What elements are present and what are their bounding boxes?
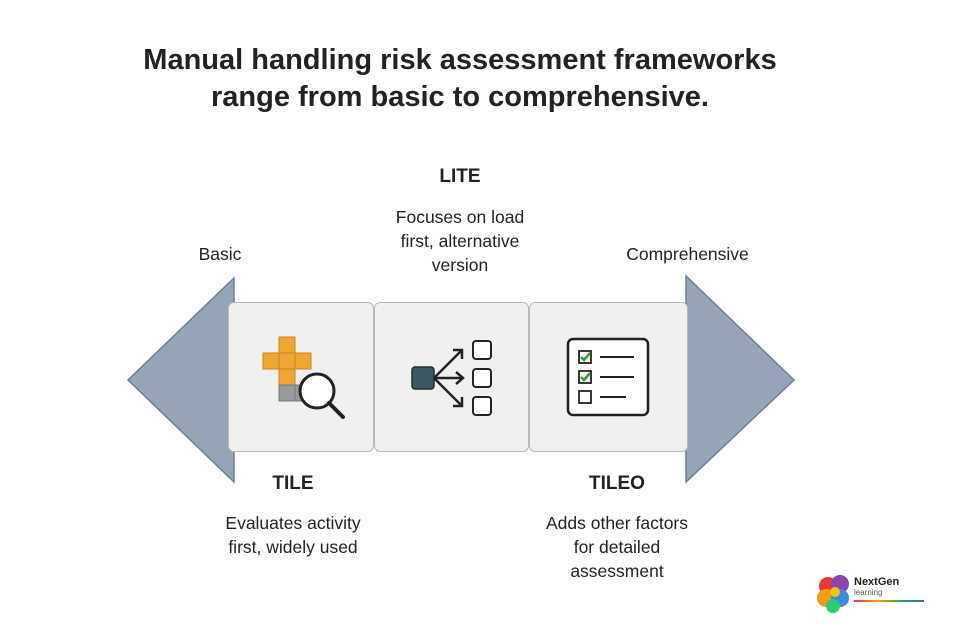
tileo-description: Adds other factors for detailed assessme…	[545, 513, 689, 581]
logo-name: NextGen	[854, 576, 900, 588]
tileo-card	[529, 302, 688, 452]
brain-logo-icon	[817, 575, 849, 613]
logo-sub: learning	[854, 588, 883, 597]
comprehensive-label: Comprehensive	[626, 244, 749, 264]
lite-name: LITE	[439, 166, 481, 187]
title-line-2: range from basic to comprehensive.	[211, 81, 709, 113]
nextgen-logo: NextGen learning	[816, 572, 926, 618]
title-line-1: Manual handling risk assessment framewor…	[143, 44, 777, 76]
lite-description: Focuses on load first, alternative versi…	[395, 207, 525, 275]
basic-label: Basic	[198, 244, 242, 264]
right-arrow-head	[685, 274, 796, 484]
tile-description: Evaluates activity first, widely used	[225, 513, 361, 557]
tileo-name: TILEO	[589, 473, 645, 494]
grid-magnifier-icon	[262, 336, 345, 419]
tile-card	[228, 302, 374, 452]
branching-arrows-icon	[411, 340, 492, 416]
tile-name: TILE	[272, 473, 314, 494]
lite-card	[374, 302, 529, 452]
logo-underline	[854, 600, 924, 602]
diagram-title: Manual handling risk assessment framewor…	[0, 42, 920, 116]
checklist-icon	[566, 337, 650, 417]
left-arrow-head	[126, 276, 235, 484]
